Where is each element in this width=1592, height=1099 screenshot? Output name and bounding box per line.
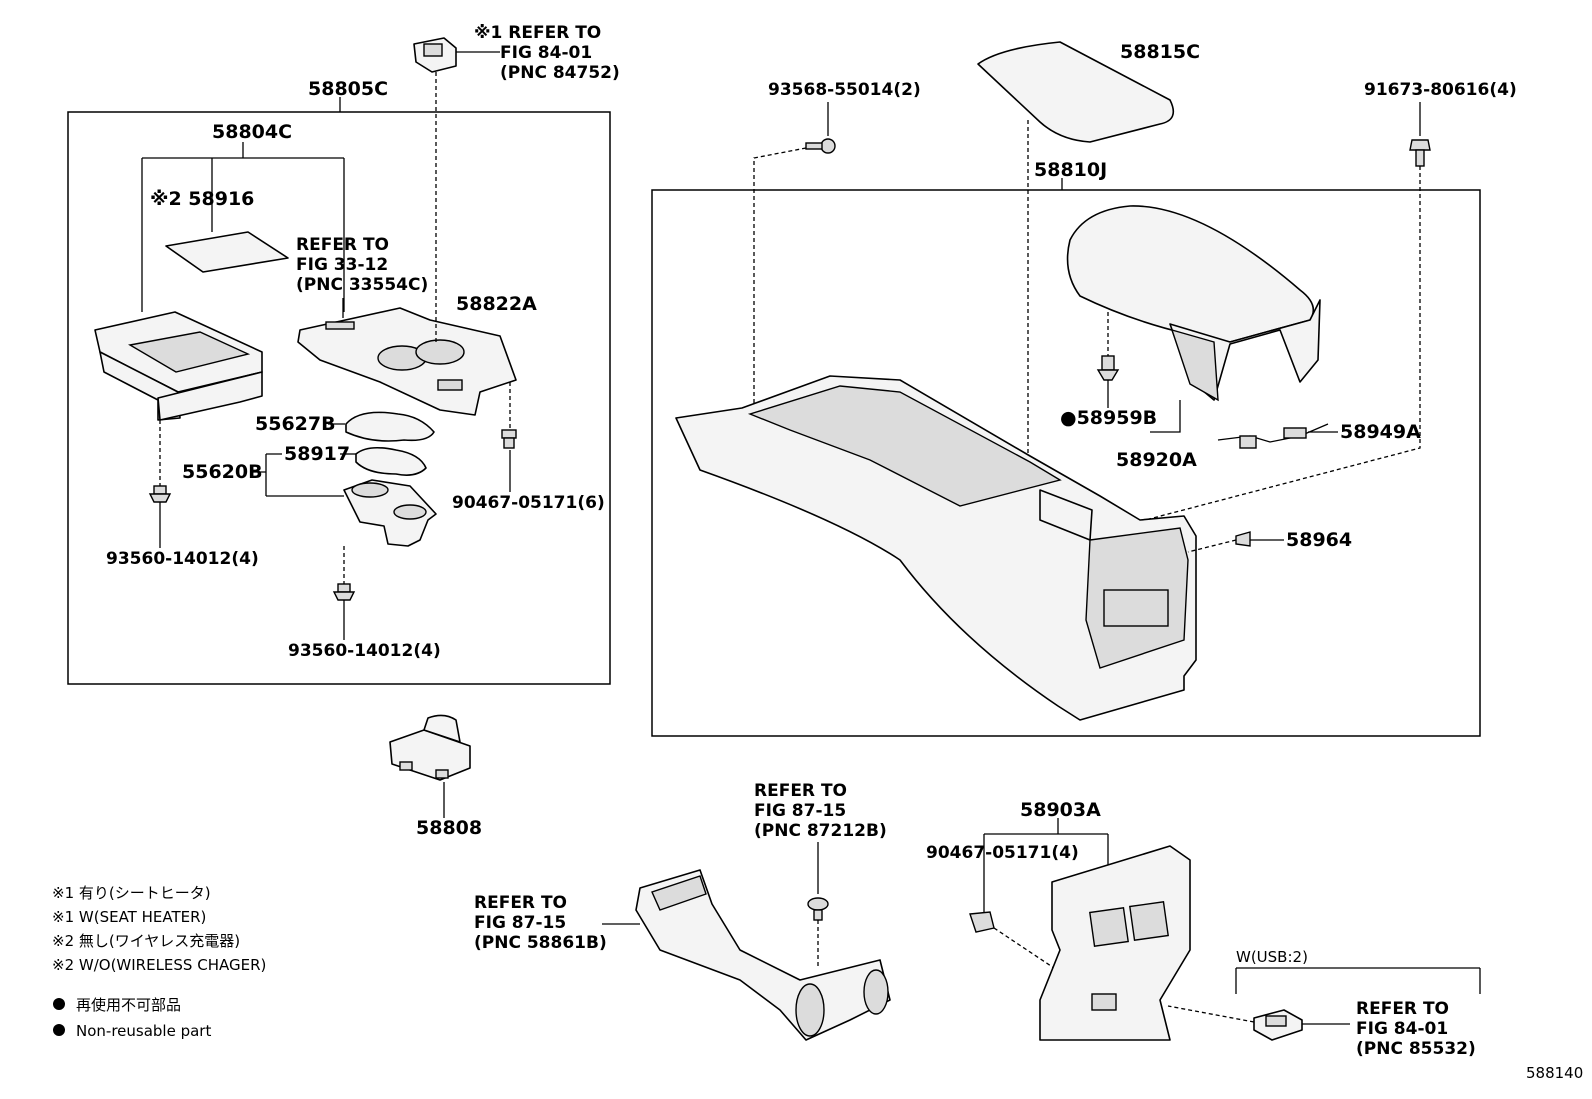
part-58815c-pad xyxy=(977,41,1175,143)
ref-85532-line2: FIG 84-01 xyxy=(1356,1019,1448,1039)
part-seat-heater-switch xyxy=(413,37,457,73)
clip-90467-6 xyxy=(501,429,517,449)
label-58920a: 58920A xyxy=(1116,449,1197,471)
clip-87212b xyxy=(807,897,829,921)
label-58959b: ●58959B xyxy=(1060,407,1157,429)
label-93560-left: 93560-14012(4) xyxy=(106,549,259,569)
part-58822a-panel xyxy=(297,307,517,416)
legend-nonreusable-jp: 再使用不可部品 xyxy=(76,996,181,1014)
ref-33554c-line1: REFER TO xyxy=(296,235,389,255)
legend-note-1: ※1 有り(シートヒータ) xyxy=(52,884,211,902)
part-58808-shift-boot xyxy=(389,714,471,781)
label-58805c: 58805C xyxy=(308,78,388,100)
label-58815c: 58815C xyxy=(1120,41,1200,63)
part-58903a-vent-panel xyxy=(1039,845,1191,1041)
label-55620b: 55620B xyxy=(182,461,263,483)
part-58810j-console-body xyxy=(675,375,1197,721)
label-58917: 58917 xyxy=(284,443,350,465)
ref-33554c-line2: FIG 33-12 xyxy=(296,255,388,275)
part-58917-ring xyxy=(355,446,427,476)
legend-note-3: ※2 無し(ワイヤレス充電器) xyxy=(52,932,240,950)
ref-58861b-line1: REFER TO xyxy=(474,893,567,913)
bolt-91673 xyxy=(1409,139,1431,167)
part-58804c-tray xyxy=(94,311,263,421)
part-58920a-armrest-lid xyxy=(1066,205,1321,402)
part-58916-pad xyxy=(165,231,289,273)
ref-58861b-line2: FIG 87-15 xyxy=(474,913,566,933)
diagram-id: 588140 xyxy=(1526,1064,1583,1082)
label-58903a: 58903A xyxy=(1020,799,1101,821)
label-93560-mid: 93560-14012(4) xyxy=(288,641,441,661)
label-58804c: 58804C xyxy=(212,121,292,143)
legend-note-4: ※2 W/O(WIRELESS CHAGER) xyxy=(52,956,266,974)
legend-note-2: ※1 W(SEAT HEATER) xyxy=(52,908,206,926)
label-90467-6: 90467-05171(6) xyxy=(452,493,605,513)
nonreusable-bullet-icon-2 xyxy=(53,1024,65,1036)
label-58964: 58964 xyxy=(1286,529,1352,551)
nonreusable-bullet-icon xyxy=(53,998,65,1010)
ref-87212b-line1: REFER TO xyxy=(754,781,847,801)
ref-84752-line1: ※1 REFER TO xyxy=(474,23,601,43)
label-55627b: 55627B xyxy=(255,413,336,435)
screw-93560-left xyxy=(148,485,172,503)
part-55627b-ring xyxy=(345,411,435,442)
screw-93568 xyxy=(805,138,836,154)
ref-87212b-line2: FIG 87-15 xyxy=(754,801,846,821)
label-90467-4: 90467-05171(4) xyxy=(926,843,1079,863)
label-58808: 58808 xyxy=(416,817,482,839)
group-box-58805c xyxy=(67,111,611,685)
label-usb-note: W(USB:2) xyxy=(1236,948,1308,966)
clip-58959b xyxy=(1096,355,1120,381)
part-55620b-cupholder xyxy=(343,479,437,547)
part-usb-port xyxy=(1253,1009,1303,1041)
clip-90467-4 xyxy=(969,911,995,933)
label-91673: 91673-80616(4) xyxy=(1364,80,1517,100)
part-58861b-duct xyxy=(635,869,891,1041)
label-58810j: 58810J xyxy=(1034,159,1107,181)
clip-58964 xyxy=(1235,531,1251,547)
group-box-58810j xyxy=(651,189,1481,737)
label-58949a: 58949A xyxy=(1340,421,1421,443)
label-93568: 93568-55014(2) xyxy=(768,80,921,100)
label-58822a: 58822A xyxy=(456,293,537,315)
screw-93560-mid xyxy=(332,583,356,601)
ref-84752-line2: FIG 84-01 xyxy=(500,43,592,63)
ref-33554c-line3: (PNC 33554C) xyxy=(296,275,428,295)
ref-85532-line1: REFER TO xyxy=(1356,999,1449,1019)
ref-58861b-line3: (PNC 58861B) xyxy=(474,933,607,953)
part-58949a-hinge xyxy=(1217,423,1329,449)
ref-85532-line3: (PNC 85532) xyxy=(1356,1039,1476,1059)
ref-84752-line3: (PNC 84752) xyxy=(500,63,620,83)
label-58916: ※2 58916 xyxy=(150,188,254,210)
legend-nonreusable-en: Non-reusable part xyxy=(76,1022,211,1040)
ref-87212b-line3: (PNC 87212B) xyxy=(754,821,887,841)
